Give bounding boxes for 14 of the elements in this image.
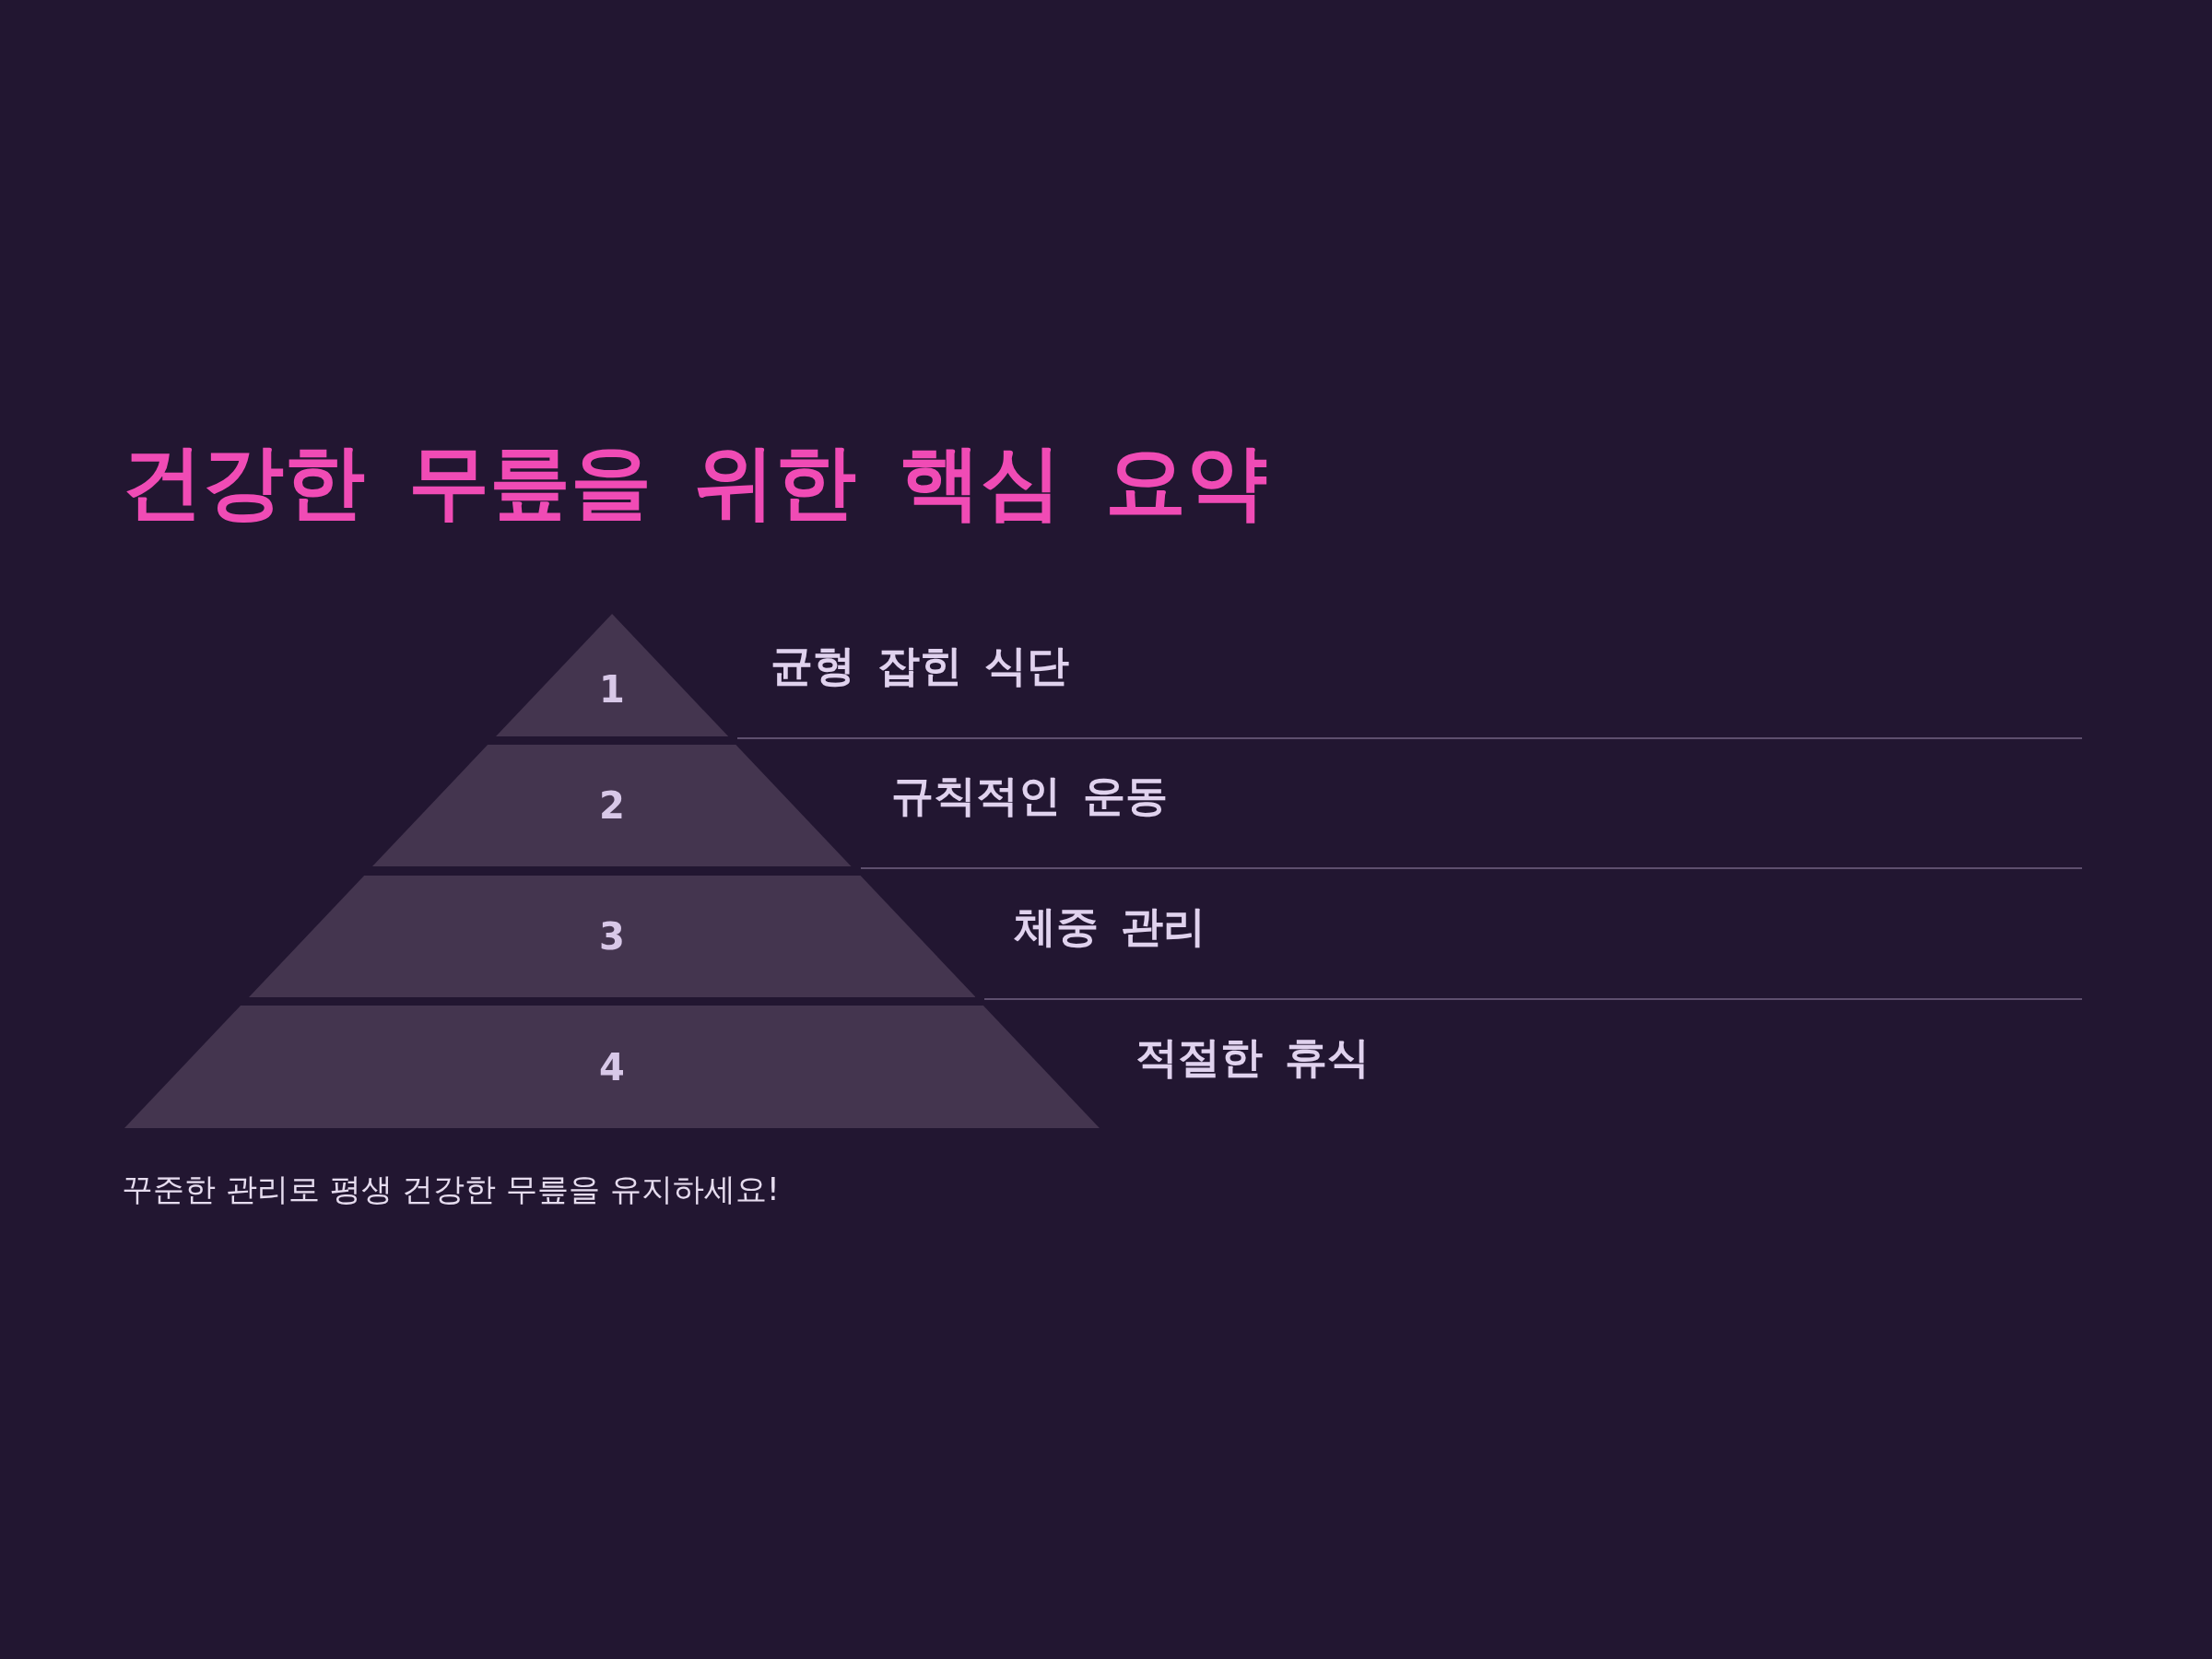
tier-label: 적절한 휴식 [1135, 1030, 1370, 1084]
tier-number: 3 [599, 915, 625, 958]
pyramid-tier [495, 614, 729, 736]
tier-number: 4 [599, 1045, 625, 1088]
tier-label: 균형 잡힌 식단 [771, 639, 1070, 692]
title: 건강한 무릎을 위한 핵심 요약 [122, 433, 1267, 531]
tier-label: 체중 관리 [1014, 900, 1206, 953]
tier-number: 1 [599, 668, 625, 712]
pyramid-tier [372, 745, 852, 866]
pyramid-tier [248, 876, 976, 997]
tier-label: 규칙적인 운동 [891, 770, 1168, 822]
tier-number: 2 [599, 784, 625, 827]
pyramid-tier [124, 1006, 1100, 1128]
caption: 꾸준한 관리로 평생 건강한 무릎을 유지하세요! [122, 1170, 780, 1209]
